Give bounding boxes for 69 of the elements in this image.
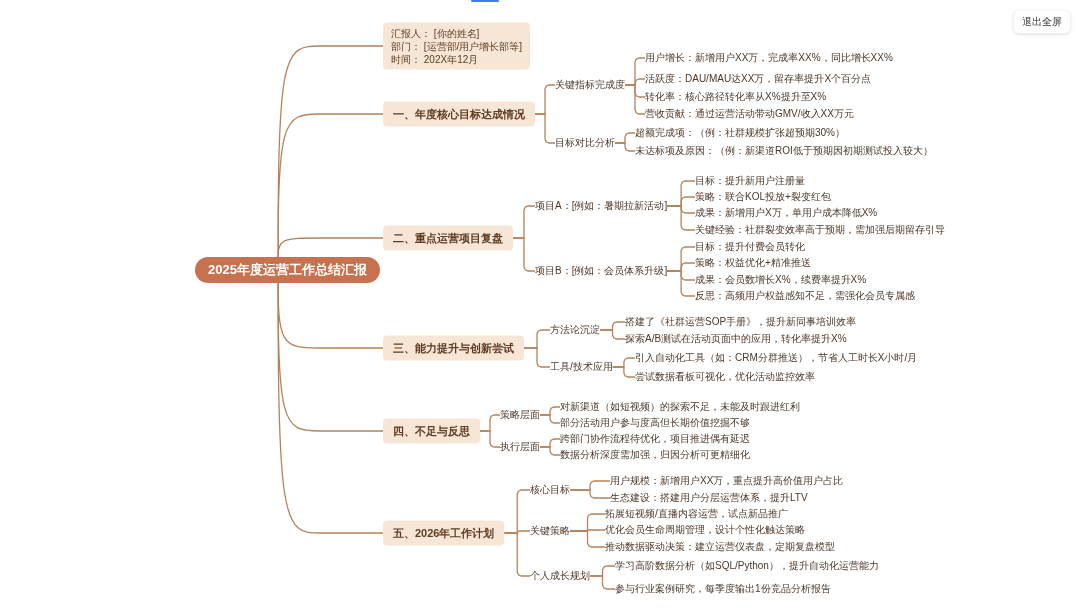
detail-text: 生态建设：搭建用户分层运营体系，提升LTV [610,492,808,504]
subtopic-label: 个人成长规划 [530,570,590,582]
detail-text: 用户规模：新增用户XX万，重点提升高价值用户占比 [610,475,844,487]
subtopic-label: 关键策略 [530,525,570,537]
detail-text: 推动数据驱动决策：建立运营仪表盘，定期复盘模型 [605,541,835,553]
subtopic-label: 项目B：[例如：会员体系升级] [535,265,668,277]
branch-line [539,446,561,456]
branch-line [599,329,626,340]
topic-heading: 四、不足与反思 [383,418,480,444]
detail-text: 营收贡献：通过运营活动带动GMV/收入XX万元 [645,108,854,120]
info-line: 汇报人： [你的姓名] [391,26,481,40]
detail-text: 优化会员生命周期管理，设计个性化触达策略 [605,524,805,536]
detail-text: 目标：提升付费会员转化 [695,241,805,253]
detail-text: 转化率：核心路径转化率从X%提升至X% [645,91,827,103]
topic-heading: 三、能力提升与创新尝试 [383,335,524,361]
detail-text: 活跃度：DAU/MAU达XX万，留存率提升X个百分点 [645,73,872,85]
branch-line [614,142,636,152]
branch-line [523,347,551,368]
detail-text: 拓展短视频/直播内容运营，试点新品推广 [605,508,788,520]
branch-line [277,237,384,258]
detail-text: 数据分析深度需加强，归因分析可更精细化 [560,449,750,461]
topic-heading: 一、年度核心目标达成情况 [383,101,535,127]
info-line: 部门： [运营部/用户增长部等] [391,39,523,53]
branch-line [503,532,531,577]
subtopic-label: 关键指标完成度 [555,79,625,91]
subtopic-label: 策略层面 [500,409,540,421]
topic-heading: 二、重点运营项目复盘 [383,225,513,251]
info-line: 时间： 202X年12月 [391,52,480,66]
detail-text: 未达标项及原因：（例：新渠道ROI低于预期因初期测试投入较大） [635,145,933,157]
detail-text: 超额完成项：（例：社群规模扩张超预期30%） [635,127,845,139]
detail-text: 跨部门协作流程待优化，项目推进偶有延迟 [560,433,750,445]
detail-text: 引入自动化工具（如：CRM分群推送），节省人工时长X小时/月 [635,352,918,364]
topic-heading: 五、2026年工作计划 [383,520,505,546]
subtopic-label: 方法论沉淀 [550,324,600,336]
detail-text: 策略：联合KOL投放+裂变红包 [695,191,831,203]
exit-fullscreen-button: 退出全屏 [1014,11,1070,33]
detail-text: 关键经验：社群裂变效率高于预期，需加强后期留存引导 [695,224,945,236]
detail-text: 搭建了《社群运营SOP手册》，提升新同事培训效率 [625,316,857,328]
subtopic-label: 核心目标 [530,484,570,496]
detail-text: 尝试数据看板可视化，优化活动监控效率 [635,371,815,383]
branch-line [277,282,384,534]
detail-text: 探索A/B测试在活动页面中的应用，转化率提升X% [625,333,847,345]
detail-text: 策略：权益优化+精准推送 [695,257,811,269]
branch-line [512,237,536,272]
branch-line [569,530,606,548]
subtopic-label: 项目A：[例如：暑期拉新活动] [535,200,668,212]
branch-line [666,270,696,297]
detail-text: 成果：新增用户X万，单用户成本降低X% [695,207,878,219]
detail-text: 成果：会员数增长X%，续费率提升X% [695,274,867,286]
detail-text: 学习高阶数据分析（如SQL/Python），提升自动化运营能力 [615,560,879,572]
detail-text: 目标：提升新用户注册量 [695,175,805,187]
branch-line [539,414,561,424]
subtopic-label: 目标对比分析 [555,137,615,149]
subtopic-label: 执行层面 [500,441,540,453]
central-topic: 2025年度运营工作总结汇报 [195,257,380,283]
detail-text: 反思：高频用户权益感知不足，需强化会员专属感 [695,290,915,302]
branch-line [589,575,616,590]
branch-line [612,366,636,378]
branch-line [624,84,646,115]
detail-text: 参与行业案例研究，每季度输出1份竞品分析报告 [615,583,831,595]
detail-text: 对新渠道（如短视频）的探索不足，未能及时跟进红利 [560,401,800,413]
subtopic-label: 工具/技术应用 [550,361,613,373]
branch-line [534,113,556,144]
detail-text: 部分活动用户参与度高但长期价值挖掘不够 [560,417,750,429]
branch-line [666,205,696,231]
branch-line [569,489,611,499]
branch-line [479,430,501,448]
detail-text: 用户增长：新增用户XX万，完成率XX%，同比增长XX% [645,52,893,64]
info-card [383,22,531,70]
